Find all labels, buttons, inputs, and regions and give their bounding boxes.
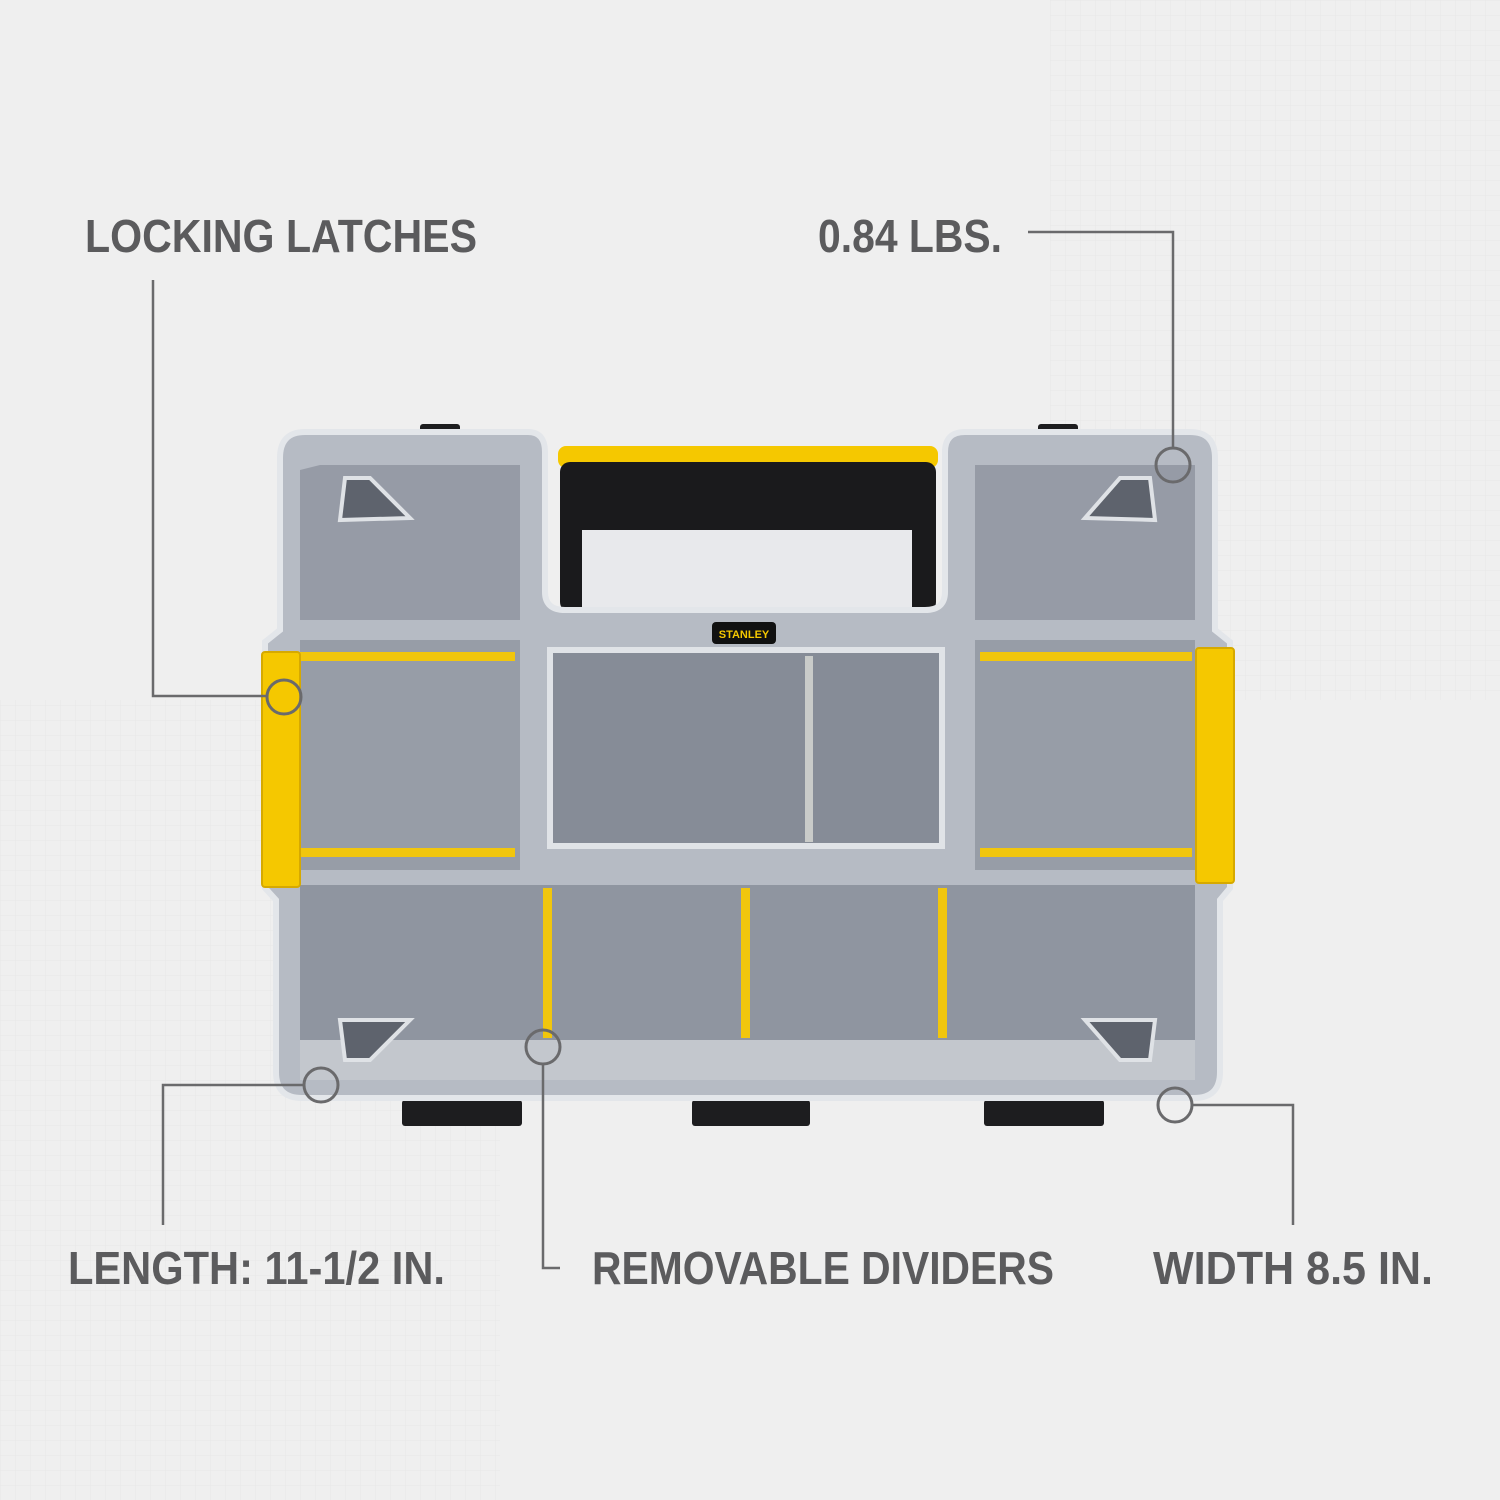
bottom-clip bbox=[984, 1100, 1104, 1126]
callout-label: REMOVABLE DIVIDERS bbox=[592, 1242, 1054, 1294]
callout-label: LOCKING LATCHES bbox=[85, 210, 477, 262]
callout-marker bbox=[524, 1028, 562, 1066]
removable-dividers bbox=[300, 652, 1192, 1038]
callout-locking-latches: LOCKING LATCHES bbox=[85, 210, 477, 716]
leader-line bbox=[1192, 1103, 1295, 1225]
divider bbox=[980, 652, 1192, 661]
leader-line bbox=[1028, 230, 1175, 448]
divider bbox=[938, 888, 947, 1038]
callout-label: 0.84 LBS. bbox=[818, 210, 1002, 262]
compartment bbox=[300, 465, 520, 620]
callout-marker bbox=[1156, 1086, 1194, 1124]
compartment bbox=[547, 647, 945, 849]
handle-opening bbox=[582, 530, 912, 610]
leader-line bbox=[541, 1064, 560, 1270]
callout-marker bbox=[1154, 446, 1192, 484]
rim bbox=[300, 1040, 1195, 1080]
callout-marker bbox=[265, 678, 303, 716]
callout-length: LENGTH: 11-1/2 IN. bbox=[68, 1066, 445, 1294]
divider bbox=[741, 888, 750, 1038]
leader-line bbox=[151, 280, 267, 698]
callout-label: WIDTH 8.5 IN. bbox=[1153, 1242, 1433, 1294]
compartment bbox=[975, 465, 1195, 620]
callout-marker bbox=[302, 1066, 340, 1104]
organizer-product: STANLEY bbox=[261, 424, 1235, 1126]
callout-weight: 0.84 LBS. bbox=[818, 210, 1192, 484]
divider bbox=[980, 848, 1192, 857]
corner-mark bbox=[1080, 476, 1158, 523]
compartment bbox=[975, 640, 1195, 870]
divider bbox=[300, 848, 515, 857]
callout-dividers: REMOVABLE DIVIDERS bbox=[524, 1028, 1054, 1294]
stanley-logo-text: STANLEY bbox=[719, 629, 770, 641]
stanley-logo bbox=[712, 622, 776, 644]
divider bbox=[543, 888, 552, 1038]
corner-mark bbox=[1080, 1018, 1158, 1062]
bottom-clip bbox=[692, 1100, 810, 1126]
bottom-clip bbox=[402, 1100, 522, 1126]
corner-mark bbox=[337, 1018, 415, 1062]
locking-latch-right bbox=[1195, 647, 1235, 884]
leader-line bbox=[161, 1083, 304, 1225]
divider bbox=[300, 652, 515, 661]
locking-latch-left bbox=[261, 651, 301, 888]
callout-width: WIDTH 8.5 IN. bbox=[1153, 1086, 1433, 1294]
callout-label: LENGTH: 11-1/2 IN. bbox=[68, 1242, 445, 1294]
compartment bbox=[300, 640, 520, 870]
divider bbox=[805, 656, 813, 842]
corner-mark bbox=[337, 476, 415, 523]
